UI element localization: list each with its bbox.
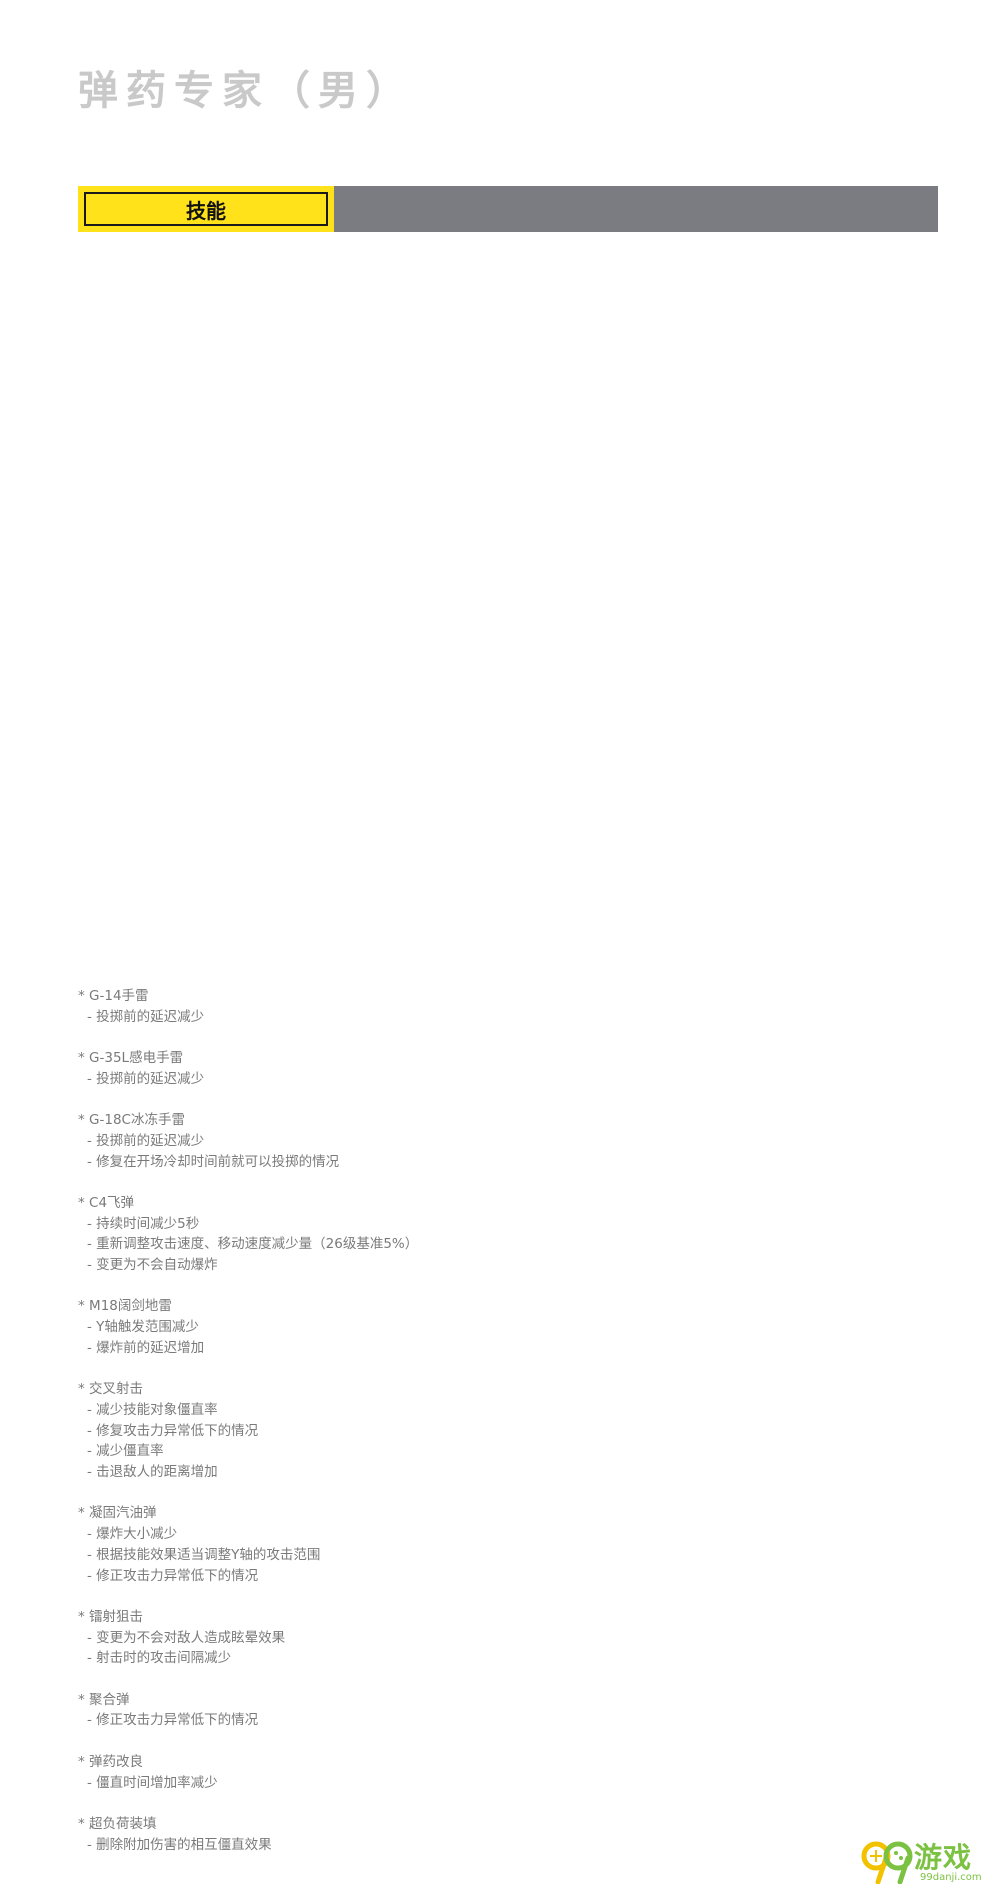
note-item: - 爆炸前的延迟增加 bbox=[87, 1339, 205, 1356]
note-item: - 修复攻击力异常低下的情况 bbox=[87, 1422, 259, 1439]
note-item: - 爆炸大小减少 bbox=[87, 1526, 178, 1543]
note-group: * G-18C冰冻手雷 - 投掷前的延迟减少 - 修复在开场冷却时间前就可以投掷的情… bbox=[78, 1110, 778, 1172]
note-title: * G-14手雷 bbox=[78, 988, 149, 1004]
note-item: - 减少技能对象僵直率 bbox=[87, 1401, 218, 1418]
page-title: 弹药专家（男） bbox=[78, 68, 414, 114]
note-group: * 交叉射击 - 减少技能对象僵直率 - 修复攻击力异常低下的情况 - 减少僵直率 - … bbox=[78, 1379, 778, 1483]
note-group: * G-14手雷 - 投掷前的延迟减少 bbox=[78, 986, 778, 1027]
note-item: - 删除附加伤害的相互僵直效果 bbox=[87, 1836, 272, 1853]
patch-notes: * G-14手雷- 投掷前的延迟减少* G-35L感电手雷- 投掷前的延迟减少*… bbox=[78, 986, 778, 1876]
note-group: * 弹药改良 - 僵直时间增加率减少 bbox=[78, 1752, 778, 1793]
note-title: * 交叉射击 bbox=[78, 1381, 144, 1398]
note-item: - 重新调整攻击速度、移动速度减少量（26级基准5%） bbox=[87, 1236, 419, 1253]
note-title: * C4飞弹 bbox=[78, 1194, 135, 1211]
note-title: * M18阔剑地雷 bbox=[78, 1298, 172, 1315]
note-group: * 镭射狙击 - 变更为不会对敌人造成眩晕效果 - 射击时的攻击间隔减少 bbox=[78, 1607, 778, 1669]
99-logo-icon bbox=[861, 1841, 913, 1884]
watermark-brand: 游戏 bbox=[914, 1841, 973, 1874]
note-item: - 投掷前的延迟减少 bbox=[87, 1008, 205, 1025]
note-item: - 投掷前的延迟减少 bbox=[87, 1132, 205, 1149]
note-group: * 凝固汽油弹 - 爆炸大小减少 - 根据技能效果适当调整Y轴的攻击范围 - 修正攻击… bbox=[78, 1503, 778, 1586]
note-item: - 根据技能效果适当调整Y轴的攻击范围 bbox=[87, 1546, 321, 1563]
note-title: * 聚合弹 bbox=[78, 1691, 130, 1708]
note-title: * G-35L感电手雷 bbox=[78, 1050, 184, 1067]
note-title: * 镭射狙击 bbox=[78, 1608, 144, 1625]
note-item: - 减少僵直率 bbox=[87, 1443, 164, 1460]
watermark: 游戏 99danji.com bbox=[860, 1836, 990, 1892]
tab-skills-label: 技能 bbox=[84, 192, 328, 226]
note-item: - 僵直时间增加率减少 bbox=[87, 1774, 218, 1791]
note-title: * G-18C冰冻手雷 bbox=[78, 1112, 185, 1129]
note-item: - Y轴触发范围减少 bbox=[87, 1319, 199, 1336]
note-group: * 超负荷装填 - 删除附加伤害的相互僵直效果 bbox=[78, 1814, 778, 1855]
note-title: * 凝固汽油弹 bbox=[78, 1505, 157, 1522]
note-item: - 变更为不会自动爆炸 bbox=[87, 1257, 218, 1274]
note-title: * 超负荷装填 bbox=[78, 1815, 157, 1832]
note-title: * 弹药改良 bbox=[78, 1753, 144, 1770]
note-item: - 持续时间减少5秒 bbox=[87, 1215, 200, 1232]
note-item: - 修正攻击力异常低下的情况 bbox=[87, 1712, 259, 1729]
note-group: * 聚合弹 - 修正攻击力异常低下的情况 bbox=[78, 1690, 778, 1731]
note-item: - 射击时的攻击间隔减少 bbox=[87, 1650, 232, 1667]
watermark-url: 99danji.com bbox=[920, 1872, 982, 1883]
note-item: - 修正攻击力异常低下的情况 bbox=[87, 1567, 259, 1584]
note-group: * M18阔剑地雷 - Y轴触发范围减少 - 爆炸前的延迟增加 bbox=[78, 1296, 778, 1358]
note-item: - 击退敌人的距离增加 bbox=[87, 1464, 218, 1481]
note-item: - 投掷前的延迟减少 bbox=[87, 1070, 205, 1087]
note-group: * G-35L感电手雷 - 投掷前的延迟减少 bbox=[78, 1048, 778, 1089]
note-group: * C4飞弹 - 持续时间减少5秒 - 重新调整攻击速度、移动速度减少量（26级基准… bbox=[78, 1193, 778, 1276]
tab-skills[interactable]: 技能 bbox=[78, 186, 334, 232]
note-item: - 修复在开场冷却时间前就可以投掷的情况 bbox=[87, 1153, 340, 1170]
tab-bar: 技能 bbox=[78, 186, 938, 232]
note-item: - 变更为不会对敌人造成眩晕效果 bbox=[87, 1629, 286, 1646]
